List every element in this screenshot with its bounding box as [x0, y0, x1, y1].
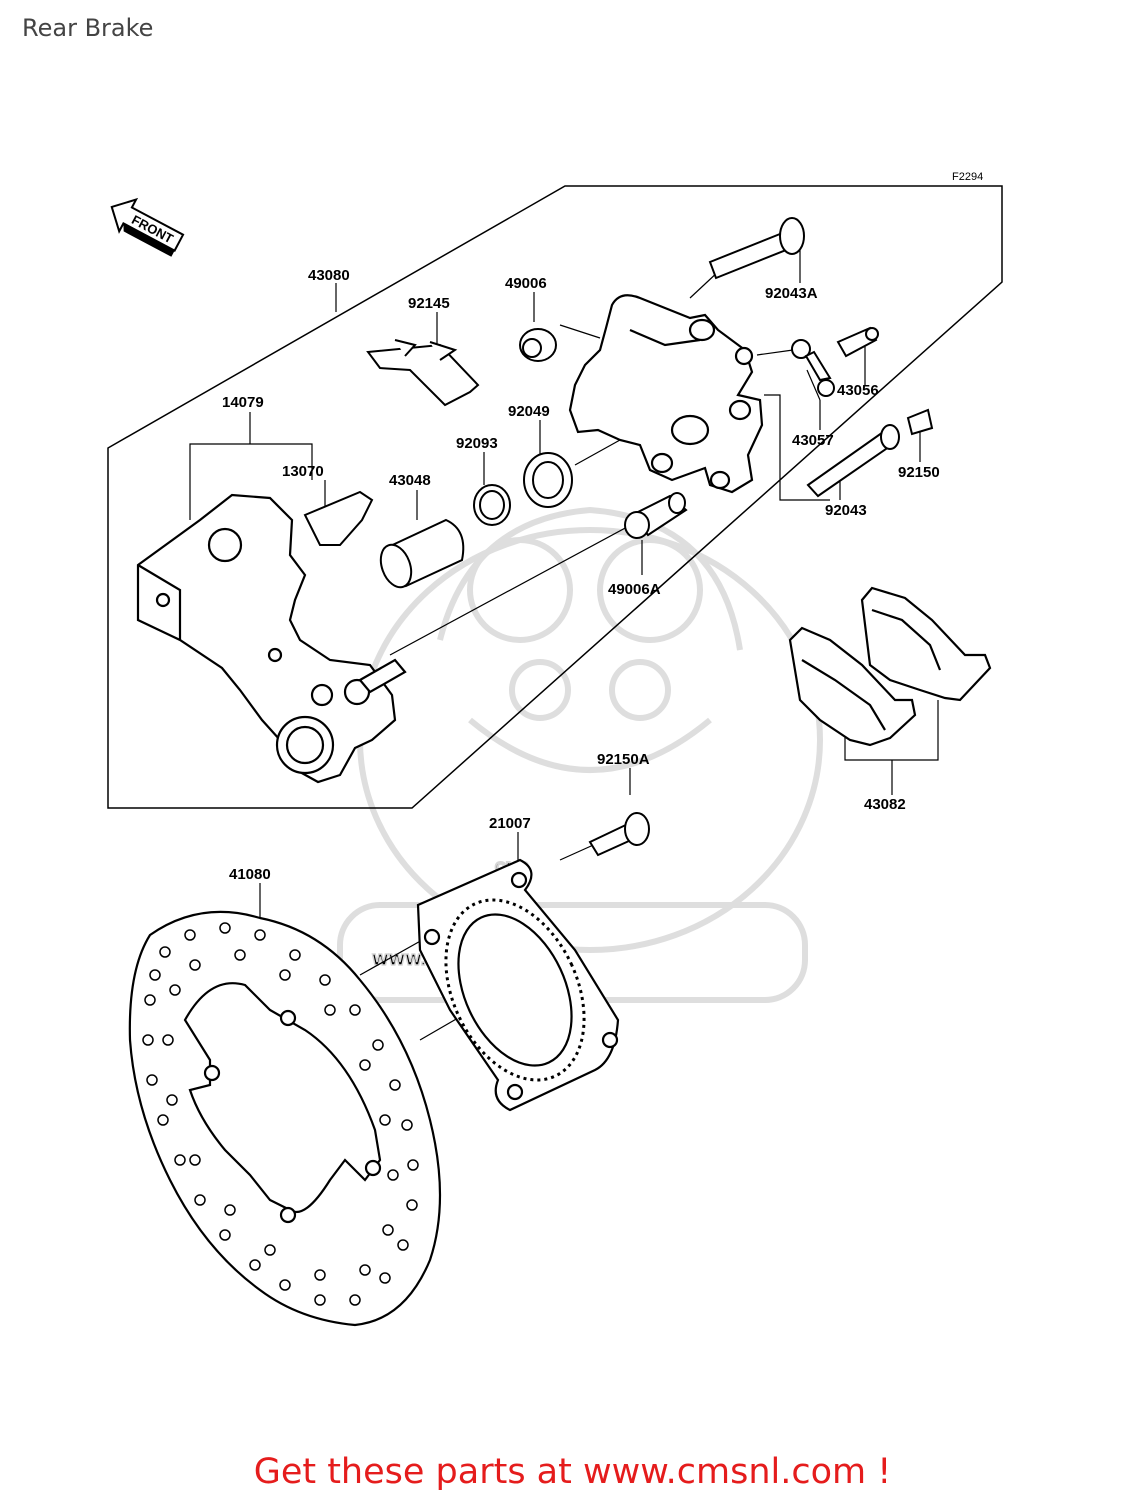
- label-92150A: 92150A: [597, 751, 650, 768]
- pin-92043-part: [806, 408, 934, 498]
- label-43056: 43056: [837, 382, 879, 399]
- pad-spring-part: [366, 339, 480, 407]
- label-92049: 92049: [508, 403, 550, 420]
- diagram-code: F2294: [952, 171, 983, 183]
- label-43057: 43057: [792, 432, 834, 449]
- front-arrow-icon: FRONT: [110, 197, 185, 257]
- piston-seals-part: [379, 452, 573, 589]
- label-49006: 49006: [505, 275, 547, 292]
- bolt-92150A-part: [588, 812, 650, 857]
- page-title: Rear Brake: [22, 14, 154, 42]
- label-92043: 92043: [825, 502, 867, 519]
- label-92145: 92145: [408, 295, 450, 312]
- label-43080: 43080: [308, 267, 350, 284]
- pin-92043A-part: [708, 217, 805, 280]
- abs-sensor-rotor-part: [416, 858, 620, 1112]
- label-14079: 14079: [222, 394, 264, 411]
- label-92043A: 92043A: [765, 285, 818, 302]
- footer-shop-link[interactable]: Get these parts at www.cmsnl.com !: [253, 1452, 892, 1492]
- brake-disc-part: [128, 910, 442, 1327]
- label-43082: 43082: [864, 796, 906, 813]
- label-41080: 41080: [229, 866, 271, 883]
- label-92093: 92093: [456, 435, 498, 452]
- label-43048: 43048: [389, 472, 431, 489]
- label-13070: 13070: [282, 463, 324, 480]
- brake-pads-part: [788, 586, 992, 747]
- pad-retainer-part: [303, 490, 374, 546]
- boot-49006A-part: [624, 492, 688, 539]
- caliper-body-part: [568, 294, 764, 494]
- label-49006A: 49006A: [608, 581, 661, 598]
- caliper-kit-frame: [107, 185, 1003, 809]
- label-21007: 21007: [489, 815, 531, 832]
- caliper-bracket-part: [136, 493, 407, 784]
- bleed-valve-part: [791, 326, 879, 397]
- label-92150: 92150: [898, 464, 940, 481]
- boot-part: [519, 328, 557, 362]
